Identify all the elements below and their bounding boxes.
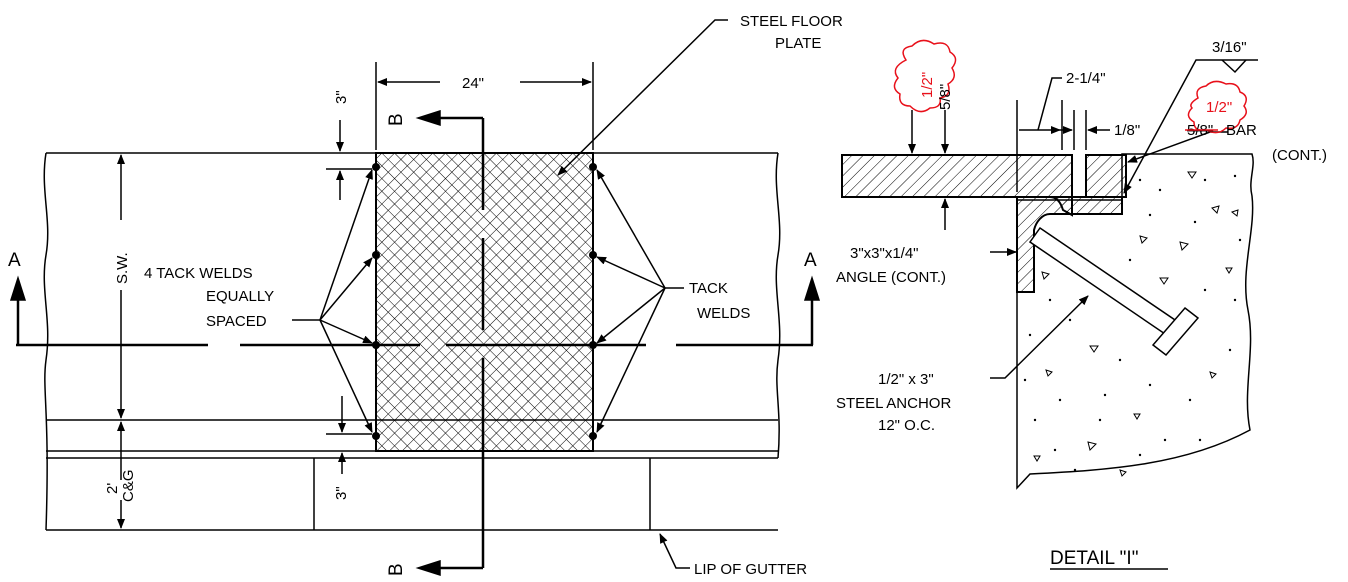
label-4-tack-welds-1: 4 TACK WELDS <box>144 265 253 282</box>
label-anchor-3: 12" O.C. <box>878 417 935 434</box>
label-clearance-dim: 1/8" <box>1114 122 1140 139</box>
label-steel-floor-plate-1: STEEL FLOOR <box>740 13 843 30</box>
detail-title: DETAIL "I" <box>1050 548 1138 569</box>
revision-cloud-bar <box>1187 80 1247 134</box>
bar-section <box>1085 154 1127 198</box>
section-a-arrowhead <box>9 275 27 301</box>
label-plate-thickness-old: 5/8" <box>937 84 954 110</box>
section-b-arrowhead <box>415 559 441 577</box>
label-section-a-right: A <box>804 250 817 271</box>
leader-lip-of-gutter <box>659 533 690 569</box>
label-4-tack-welds-3: SPACED <box>206 313 267 330</box>
plan-labels: STEEL FLOOR PLATE 24" 3" 3" S.W. 2' C&G … <box>8 13 843 578</box>
detail-labels: 5/8" 1/2" 2-1/4" 1/8" 3/16" 1/2" 5/8" BA… <box>836 39 1327 570</box>
leader-4-tack-welds <box>319 257 373 321</box>
leader-4-tack-welds <box>319 319 373 344</box>
label-bar-cont: (CONT.) <box>1272 147 1327 164</box>
plan-view <box>9 19 821 577</box>
label-section-b-bottom: B <box>386 563 407 576</box>
label-angle-1: 3"x3"x1/4" <box>850 245 919 262</box>
leader-weld <box>1123 59 1258 194</box>
label-4-tack-welds-2: EQUALLY <box>206 288 274 305</box>
label-anchor-1: 1/2" x 3" <box>878 371 934 388</box>
label-section-b-top: B <box>386 113 407 126</box>
label-offset-bottom: 3" <box>333 486 350 500</box>
label-bar: BAR <box>1226 122 1257 139</box>
leader-anchor <box>990 295 1089 379</box>
label-bar-thickness-new: 1/2" <box>1206 99 1232 116</box>
label-sidewalk: S.W. <box>114 252 131 284</box>
label-plate-thickness-new: 1/2" <box>919 72 936 98</box>
label-section-a-left: A <box>8 250 21 271</box>
label-lip-of-gutter: LIP OF GUTTER <box>694 561 807 578</box>
leader-tack-welds <box>596 169 666 289</box>
tack-weld-dots <box>372 163 597 440</box>
label-tack-welds-1: TACK <box>689 280 728 297</box>
label-angle-2: ANGLE (CONT.) <box>836 269 946 286</box>
steel-floor-plate <box>375 152 594 452</box>
leader-tack-welds <box>596 287 666 433</box>
section-b-arrowhead <box>415 109 441 127</box>
break-line-right <box>775 152 781 459</box>
steel-anchor-head <box>1151 306 1200 357</box>
steel-anchor <box>1028 226 1180 338</box>
angle-section <box>1016 196 1123 293</box>
revision-cloud-plate <box>893 39 957 113</box>
detail-i <box>841 39 1258 490</box>
label-tack-welds-2: WELDS <box>697 305 750 322</box>
weld-fillet-symbol <box>1221 59 1247 74</box>
leader-tack-welds <box>596 256 666 289</box>
leader-4-tack-welds <box>319 169 373 321</box>
label-offset-top: 3" <box>333 90 350 104</box>
concrete-dots <box>1023 174 1242 472</box>
label-weld-size: 3/16" <box>1212 39 1247 56</box>
label-curb-gutter: C&G <box>120 469 137 502</box>
break-line-left <box>43 152 49 531</box>
section-a-arrowhead <box>803 275 821 301</box>
concrete-body <box>1016 153 1254 490</box>
leader-4-tack-welds <box>319 319 373 433</box>
leader-steel-floor-plate <box>557 19 728 176</box>
label-gap-dim: 2-1/4" <box>1066 70 1106 87</box>
label-anchor-2: STEEL ANCHOR <box>836 395 951 412</box>
leader-gap-dim <box>1037 77 1062 131</box>
label-plate-width: 24" <box>462 75 484 92</box>
label-curb-gutter-width: 2' <box>104 483 121 494</box>
concrete-texture <box>1033 171 1239 477</box>
leader-tack-welds <box>596 287 666 344</box>
label-steel-floor-plate-2: PLATE <box>775 35 821 52</box>
